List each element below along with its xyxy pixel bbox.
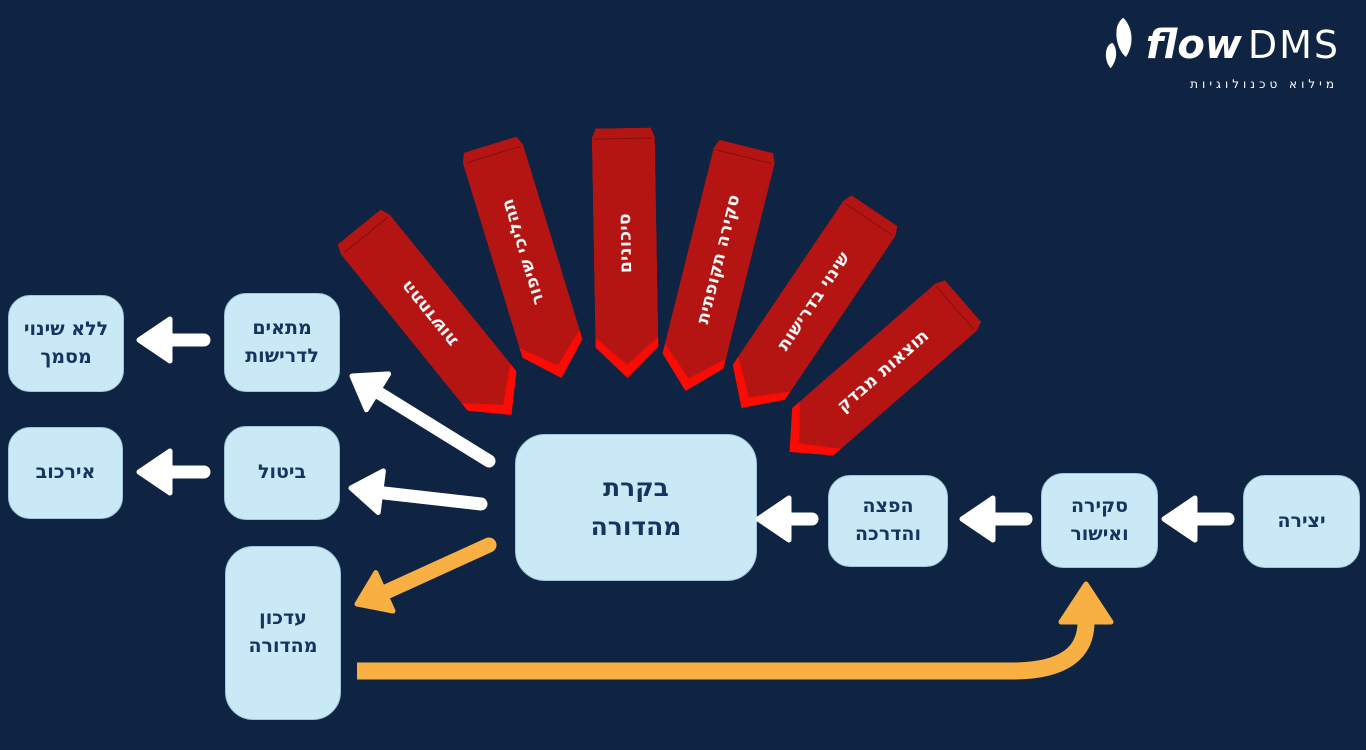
logo: flow DMS מילוא טכנולוגיות: [1105, 16, 1340, 91]
node-review-approval: סקירה ואישור: [1041, 473, 1158, 568]
node-cancel: ביטול: [224, 426, 340, 520]
banner-label: סיכונים: [614, 212, 636, 274]
node-creation: יצירה: [1243, 475, 1360, 568]
logo-suffix-text: DMS: [1247, 23, 1340, 67]
banner-risks: סיכונים: [592, 127, 659, 378]
node-no-document-change: ללא שינוי מסמך: [8, 295, 124, 392]
node-archive: אירכוב: [8, 427, 123, 519]
node-distribution-training: הפצה והדרכה: [828, 475, 948, 567]
leaf-logo-icon: [1098, 16, 1140, 74]
logo-tagline: מילוא טכנולוגיות: [1190, 77, 1338, 91]
logo-brand-text: flow: [1145, 22, 1242, 68]
node-version-control: בקרת מהדורה: [515, 434, 757, 581]
node-version-update: עדכון מהדורה: [225, 546, 341, 720]
node-matches-requirements: מתאים לדרישות: [224, 293, 340, 392]
